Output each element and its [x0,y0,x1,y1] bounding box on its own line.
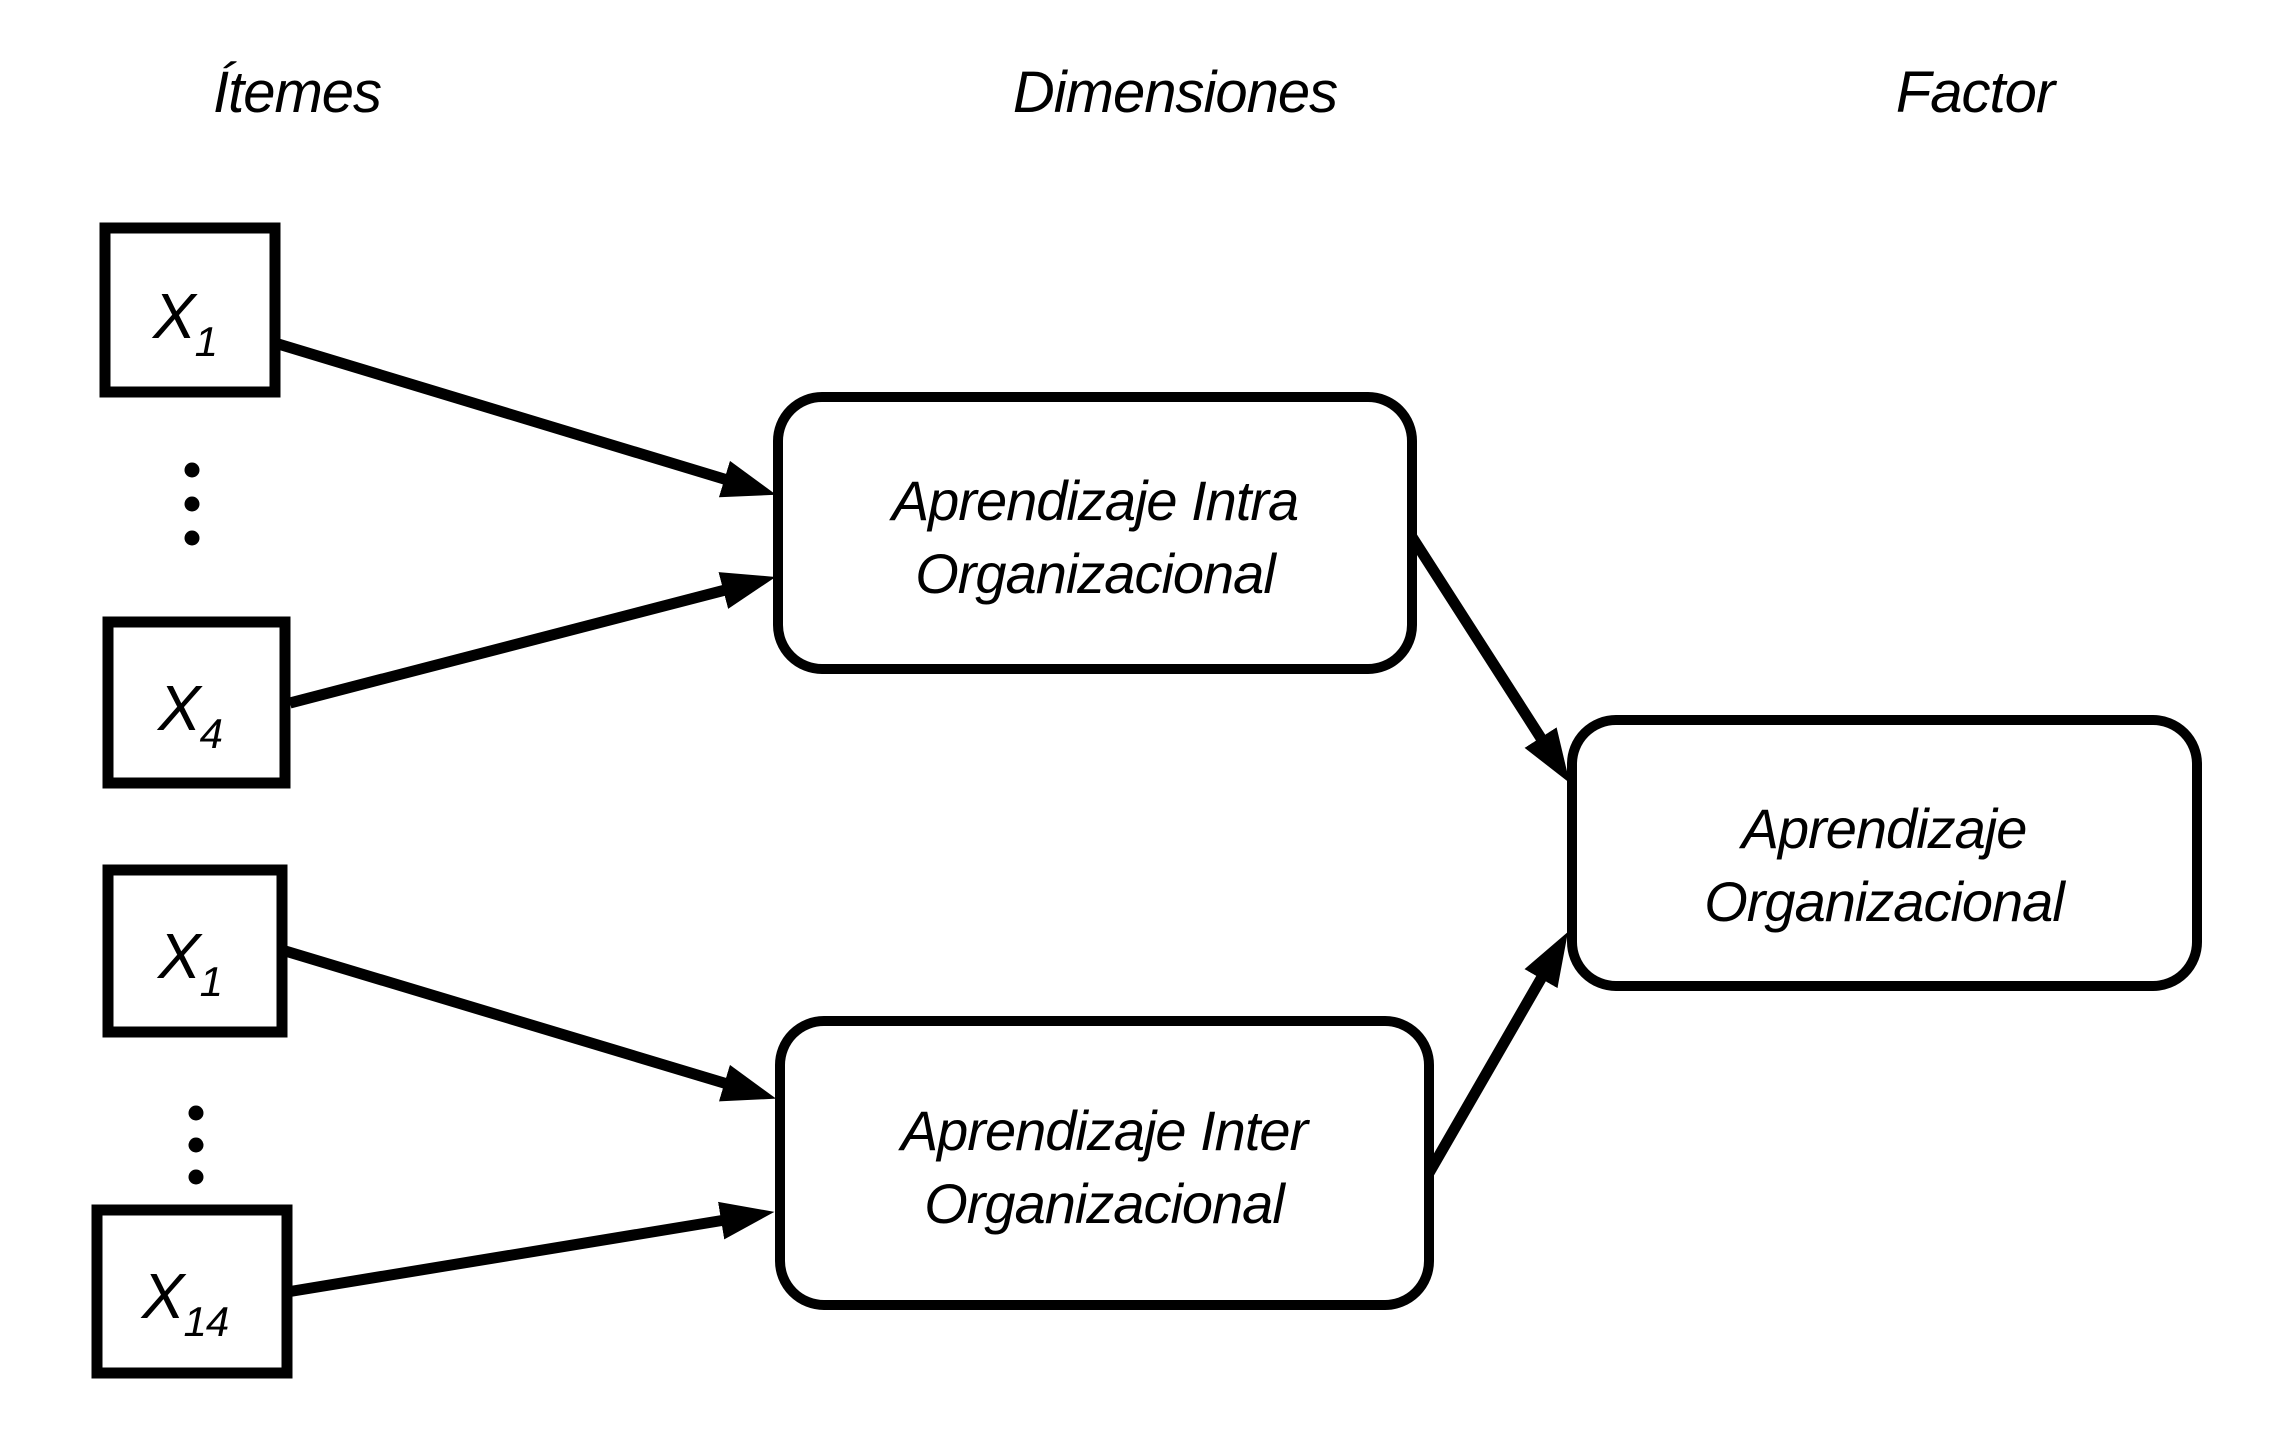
item-label: X4 [156,672,222,757]
item-subscript: 14 [183,1298,228,1345]
factor-label-line1: Aprendizaje [1739,797,2027,860]
dimension-box [775,1016,1434,1310]
ellipsis-dot [188,1105,204,1121]
ellipsis-dot [188,1169,204,1185]
item-box [102,616,291,789]
dimension-label-line1: Aprendizaje Inter [898,1099,1311,1162]
dimension-label-line2: Organizacional [924,1172,1286,1235]
factor-label-line2: Organizacional [1704,870,2066,933]
arrow-inter-to-factor [1424,931,1568,1176]
dimension-node-inter: Aprendizaje Inter Organizacional [775,1016,1434,1310]
item-symbol: X [156,920,203,992]
column-header-dimensions: Dimensiones [1013,60,1337,125]
item-box [91,1204,293,1379]
column-header-items: Ítemes [213,60,381,125]
ellipsis-dot [184,496,200,512]
item-node-x1-bottom: X1 [102,864,288,1038]
item-subscript: 1 [200,958,222,1005]
factor-box [1567,715,2202,991]
item-label: X14 [140,1260,228,1345]
dimension-box [773,392,1417,674]
ellipsis-dot [188,1137,204,1153]
item-node-x14: X14 [91,1204,293,1379]
item-label: X1 [156,920,222,1005]
item-box [99,222,281,398]
item-subscript: 1 [195,318,217,365]
arrow-x4-to-intra [288,572,776,709]
arrow-intra-to-factor [1407,534,1570,784]
dimension-label-line2: Organizacional [915,542,1277,605]
item-symbol: X [140,1260,187,1332]
arrow-x1bottom-to-inter [280,944,777,1102]
ellipsis-dot [184,530,200,546]
item-subscript: 4 [200,710,222,757]
item-node-x1-top: X1 [99,222,281,398]
item-symbol: X [151,280,198,352]
ellipsis-dot [184,462,200,478]
dimension-label-line1: Aprendizaje Intra [889,469,1298,532]
arrow-x1top-to-intra [273,337,777,498]
factor-node: Aprendizaje Organizacional [1567,715,2202,991]
arrow-x14-to-inter [286,1201,775,1298]
column-header-factor: Factor [1896,60,2058,125]
item-node-x4: X4 [102,616,291,789]
item-symbol: X [156,672,203,744]
ellipsis-bottom [188,1105,204,1185]
ellipsis-top [184,462,200,546]
item-label: X1 [151,280,217,365]
dimension-node-intra: Aprendizaje Intra Organizacional [773,392,1417,674]
